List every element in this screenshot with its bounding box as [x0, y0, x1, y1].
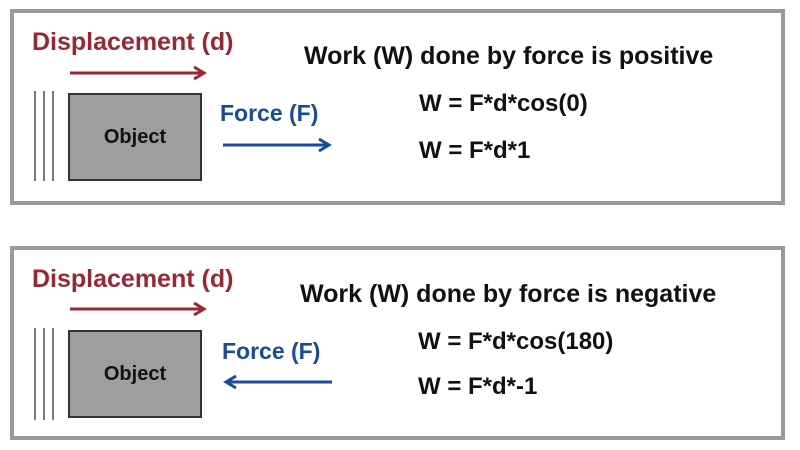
wall-line: [34, 91, 36, 181]
object-label: Object: [103, 362, 167, 385]
force-arrow-left: [223, 374, 332, 390]
wall-line: [43, 328, 45, 420]
equation-1: W = F*d*cos(180): [418, 328, 614, 355]
wall-line: [34, 328, 36, 420]
object-box: Object: [68, 330, 202, 418]
displacement-label: Displacement (d): [32, 265, 234, 293]
negative-work-panel: Displacement (d) Object Force (F) Work (…: [10, 246, 785, 440]
object-box: Object: [68, 93, 202, 181]
displacement-arrow: [70, 301, 207, 317]
equation-2: W = F*d*1: [419, 137, 531, 164]
wall-line: [43, 91, 45, 181]
wall-line: [52, 91, 54, 181]
work-statement: Work (W) done by force is positive: [304, 42, 714, 70]
positive-work-panel: Displacement (d) Object Force (F) Work (…: [10, 9, 785, 205]
force-label: Force (F): [220, 100, 319, 126]
object-label: Object: [103, 125, 167, 148]
displacement-label: Displacement (d): [32, 28, 234, 56]
wall-line: [52, 328, 54, 420]
equation-2: W = F*d*-1: [418, 373, 538, 400]
force-arrow-right: [223, 137, 332, 153]
displacement-arrow: [70, 65, 207, 81]
work-statement: Work (W) done by force is negative: [300, 280, 717, 308]
force-label: Force (F): [222, 338, 321, 364]
equation-1: W = F*d*cos(0): [419, 90, 588, 117]
